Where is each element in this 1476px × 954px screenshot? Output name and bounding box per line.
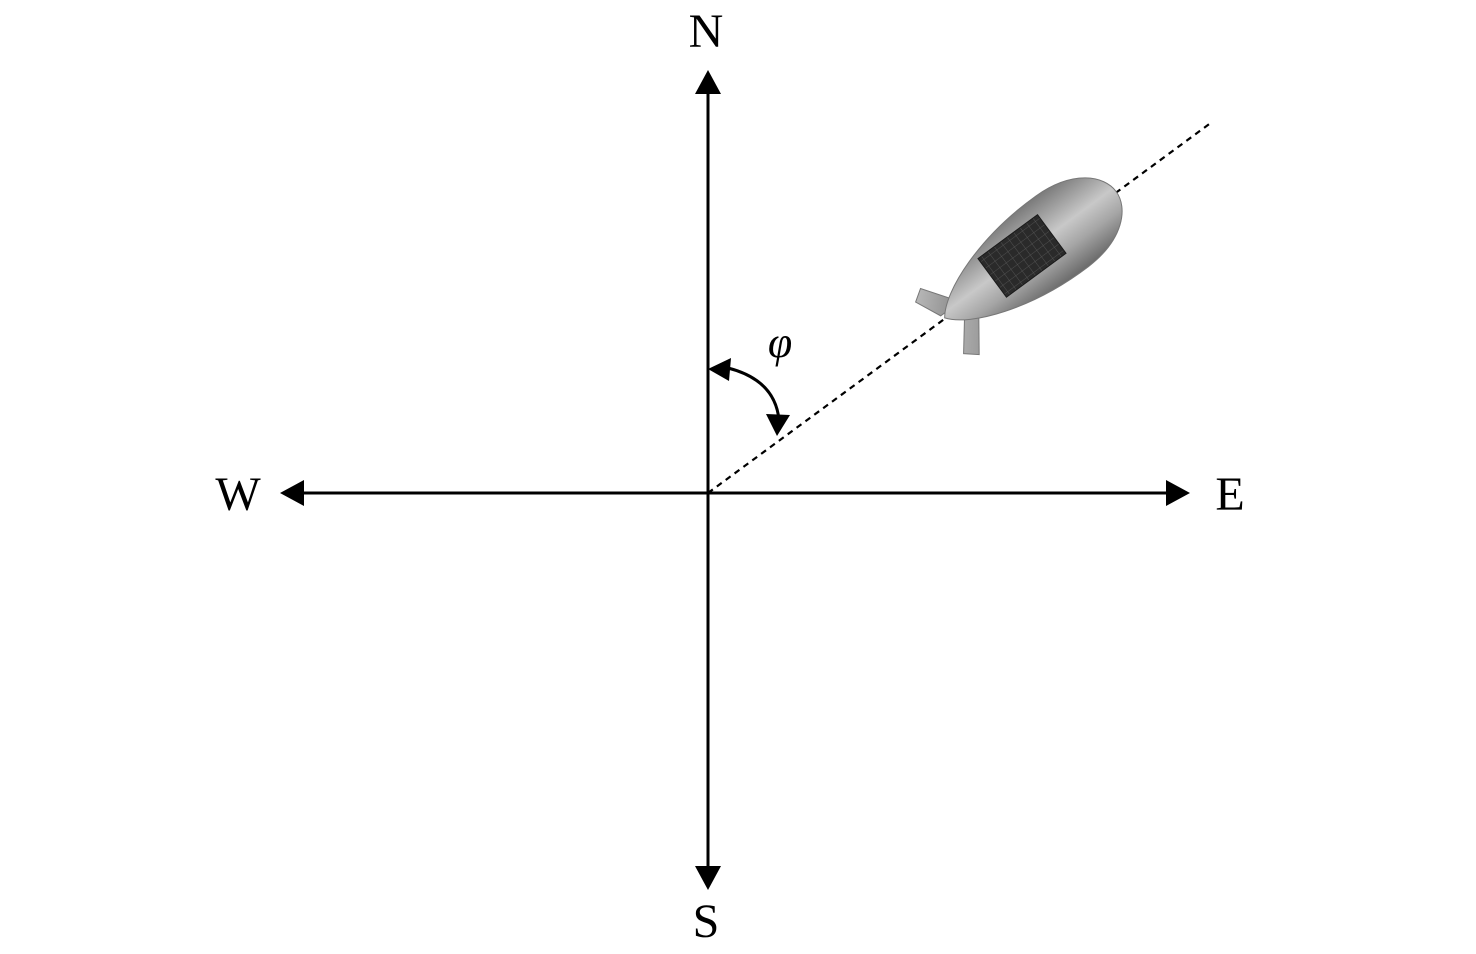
north-axis (695, 70, 721, 493)
angle-symbol: φ (768, 318, 792, 367)
east-axis (708, 480, 1190, 506)
west-label: W (215, 468, 261, 521)
airship-icon (914, 177, 1123, 356)
solar-panel (977, 213, 1067, 298)
north-label: N (689, 5, 724, 58)
west-axis (280, 480, 708, 506)
south-axis (695, 493, 721, 890)
south-label: S (693, 895, 720, 948)
arc-arrowhead-heading (766, 414, 790, 436)
east-label: E (1215, 468, 1244, 521)
arc-arrowhead-north (708, 358, 731, 381)
angle-arc (708, 358, 790, 436)
